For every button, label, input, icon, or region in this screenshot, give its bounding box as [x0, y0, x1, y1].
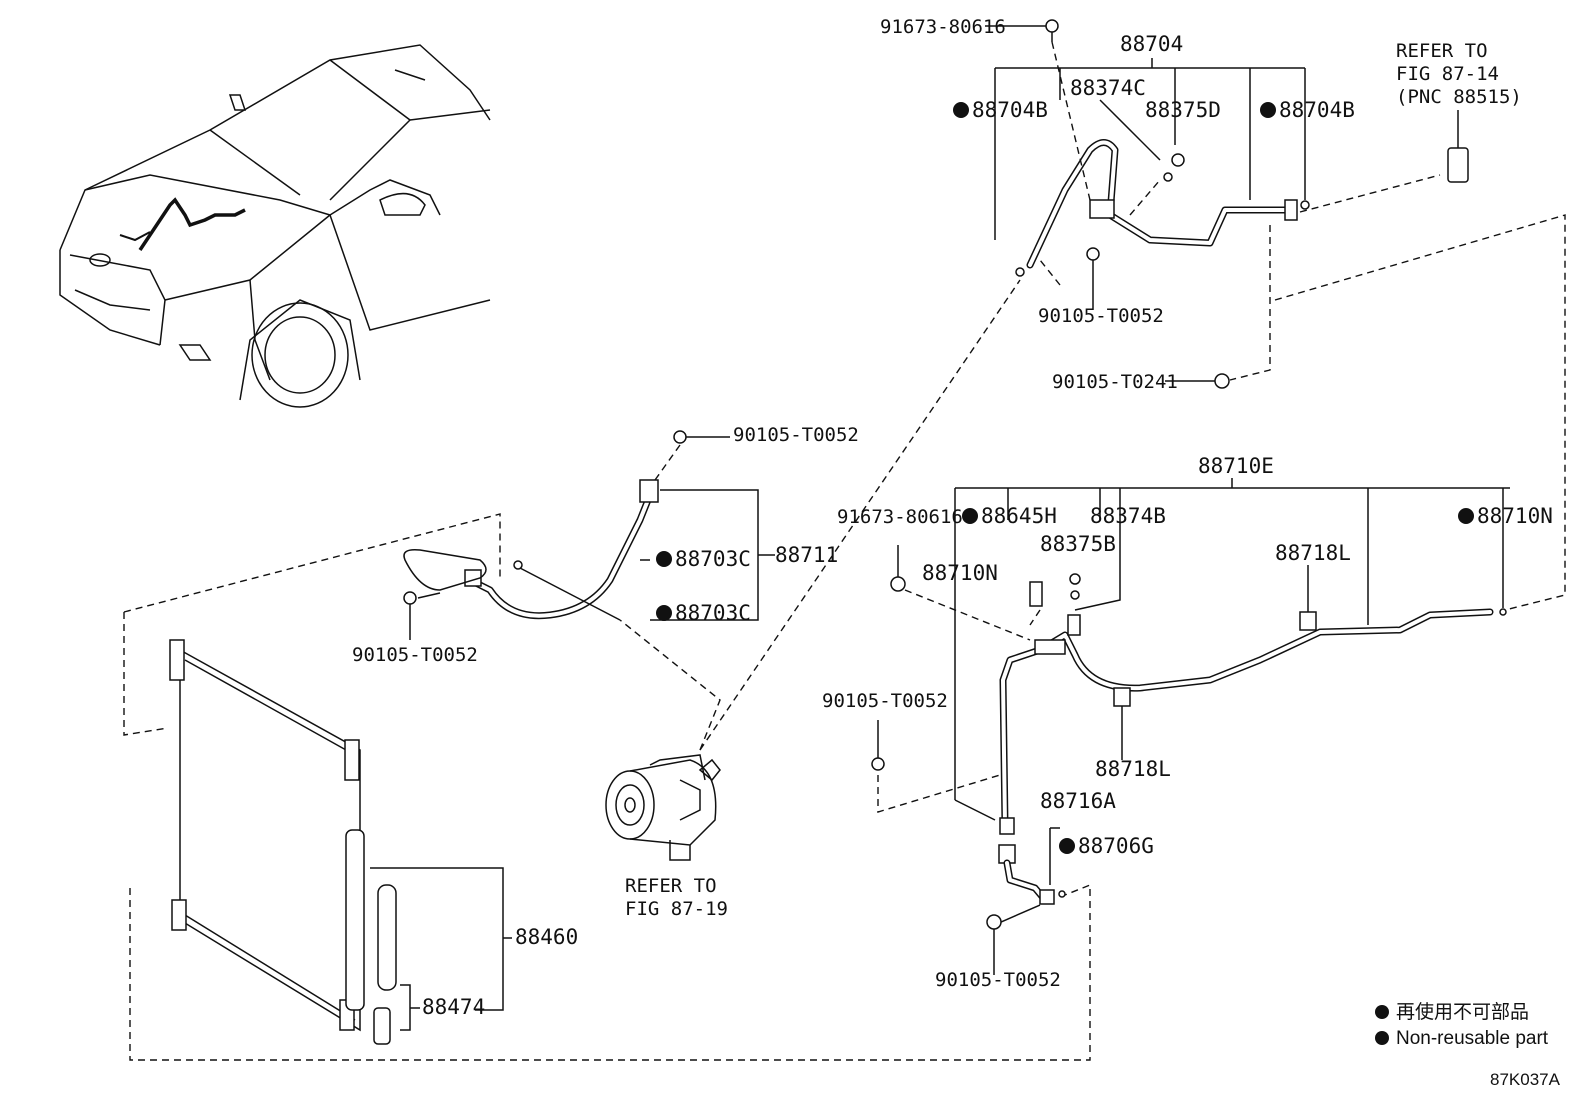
- non-reusable-marker: [1059, 838, 1075, 854]
- label-88375B: 88375B: [1040, 532, 1116, 556]
- label-refer-comp-2: FIG 87-19: [625, 898, 728, 920]
- label-91673-top: 91673-80616: [880, 16, 1006, 38]
- label-88645H: 88645H: [981, 504, 1057, 528]
- label-88711: 88711: [775, 543, 838, 567]
- label-refer-top-1: REFER TO: [1396, 40, 1488, 62]
- label-88710E: 88710E: [1198, 454, 1274, 478]
- label-refer-top-2: FIG 87-14: [1396, 63, 1499, 85]
- label-refer-comp-1: REFER TO: [625, 875, 717, 897]
- non-reusable-marker: [656, 551, 672, 567]
- label-88704B-left: 88704B: [972, 98, 1048, 122]
- label-90105-T0052-bottom: 90105-T0052: [935, 969, 1061, 991]
- vehicle-illustration: [59, 44, 491, 408]
- label-88710N-right: 88710N: [1477, 504, 1553, 528]
- liquid-tube-group: [871, 478, 1510, 975]
- label-88703C-b: 88703C: [675, 601, 751, 625]
- label-88718L-top: 88718L: [1275, 541, 1351, 565]
- label-88375D: 88375D: [1145, 98, 1221, 122]
- non-reusable-marker: [953, 102, 969, 118]
- condenser: [123, 513, 1091, 1061]
- legend-en-text: Non-reusable part: [1396, 1028, 1549, 1049]
- non-reusable-marker: [656, 605, 672, 621]
- label-90105-T0052-mid: 90105-T0052: [733, 424, 859, 446]
- label-88718L-bottom: 88718L: [1095, 757, 1171, 781]
- label-91673-mid: 91673-80616: [837, 506, 963, 528]
- discharge-hose-group: [985, 19, 1566, 611]
- non-reusable-marker: [962, 508, 978, 524]
- compressor: [605, 279, 1021, 861]
- labels: 91673-80616 88704 88374C 88375D 88704B 8…: [352, 16, 1561, 1089]
- legend-jp-text: 再使用不可部品: [1396, 1001, 1529, 1023]
- diagram-id: 87K037A: [1490, 1070, 1561, 1089]
- label-90105-T0052-top: 90105-T0052: [1038, 305, 1164, 327]
- label-88704: 88704: [1120, 32, 1183, 56]
- label-88474: 88474: [422, 995, 485, 1019]
- label-88703C-a: 88703C: [675, 547, 751, 571]
- label-88710N-left: 88710N: [922, 561, 998, 585]
- label-refer-top-3: (PNC 88515): [1396, 86, 1522, 108]
- label-88704B-right: 88704B: [1279, 98, 1355, 122]
- label-90105-T0052-right: 90105-T0052: [822, 690, 948, 712]
- label-88374C: 88374C: [1070, 76, 1146, 100]
- label-88706G: 88706G: [1078, 834, 1154, 858]
- label-90105-T0052-left: 90105-T0052: [352, 644, 478, 666]
- suction-hose-group: [403, 430, 775, 640]
- non-reusable-marker: [1458, 508, 1474, 524]
- non-reusable-marker: [1260, 102, 1276, 118]
- legend: [1375, 1005, 1389, 1045]
- label-88716A: 88716A: [1040, 789, 1116, 813]
- label-88374B: 88374B: [1090, 504, 1166, 528]
- label-88460: 88460: [515, 925, 578, 949]
- label-90105-T0241: 90105-T0241: [1052, 371, 1178, 393]
